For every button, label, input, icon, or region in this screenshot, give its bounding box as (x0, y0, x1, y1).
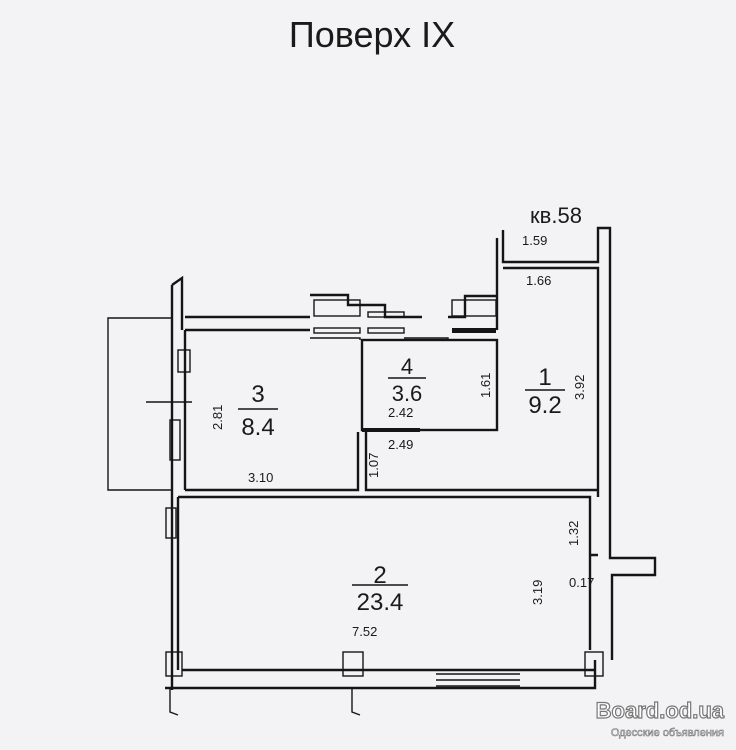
top-exterior-wall (185, 293, 497, 332)
dim-room4-width: 2.42 (388, 405, 413, 420)
dim-room2-right-upper: 1.32 (566, 521, 581, 546)
apartment-label: кв.58 (530, 203, 582, 228)
left-window (169, 419, 181, 461)
bottom-facade-details (169, 673, 520, 716)
vent-duct (313, 299, 361, 317)
room-4-outline (360, 338, 499, 432)
dim-room2-offset: 0.17 (569, 575, 594, 590)
column (584, 651, 604, 677)
left-column (177, 349, 191, 373)
vent-duct (313, 327, 361, 334)
vent-duct (452, 328, 496, 333)
svg-text:3: 3 (251, 381, 264, 408)
svg-text:Board.od.ua: Board.od.ua (596, 698, 725, 723)
dimension-labels: 1.59 1.66 3.92 1.61 2.42 2.49 1.07 2.81 … (210, 233, 594, 639)
dim-hall-height: 1.07 (366, 453, 381, 478)
left-exterior-wall (170, 275, 187, 690)
dim-room2-height: 3.19 (530, 580, 545, 605)
left-annex-outline (107, 317, 172, 491)
right-exterior-wall (495, 226, 657, 660)
dim-room4-height: 1.61 (478, 373, 493, 398)
svg-text:2: 2 (373, 562, 386, 589)
column (342, 651, 364, 677)
room-3-label: 3 8.4 (238, 381, 278, 441)
room-3-and-hall-walls (185, 432, 598, 492)
dim-room1-width: 1.66 (526, 273, 551, 288)
floor-title: Поверх IX (289, 14, 455, 55)
room-1-label: 1 9.2 (525, 364, 565, 419)
dim-room3-height: 2.81 (210, 405, 225, 430)
column (165, 651, 183, 677)
vent-duct (367, 327, 405, 334)
svg-text:3.6: 3.6 (392, 381, 423, 406)
room-4-label: 4 3.6 (388, 354, 426, 406)
room1-wall (503, 266, 600, 497)
room-2-walls (165, 495, 598, 690)
svg-text:4: 4 (401, 354, 413, 379)
vent-duct (367, 311, 405, 318)
room-2-label: 2 23.4 (352, 562, 408, 616)
svg-text:8.4: 8.4 (241, 414, 274, 441)
svg-text:Одесские объявления: Одесские объявления (611, 727, 724, 739)
vent-duct (451, 299, 497, 317)
dim-hall-width: 2.49 (388, 437, 413, 452)
svg-text:1: 1 (538, 364, 551, 391)
svg-text:9.2: 9.2 (528, 392, 561, 419)
left-window-2 (165, 507, 177, 539)
dim-room2-width: 7.52 (352, 624, 377, 639)
dim-room1-length: 3.92 (572, 375, 587, 400)
watermark: Board.od.ua Одесские объявления (595, 697, 725, 739)
dim-balcony: 1.59 (522, 233, 547, 248)
dim-room3-width: 3.10 (248, 470, 273, 485)
svg-text:23.4: 23.4 (357, 589, 404, 616)
